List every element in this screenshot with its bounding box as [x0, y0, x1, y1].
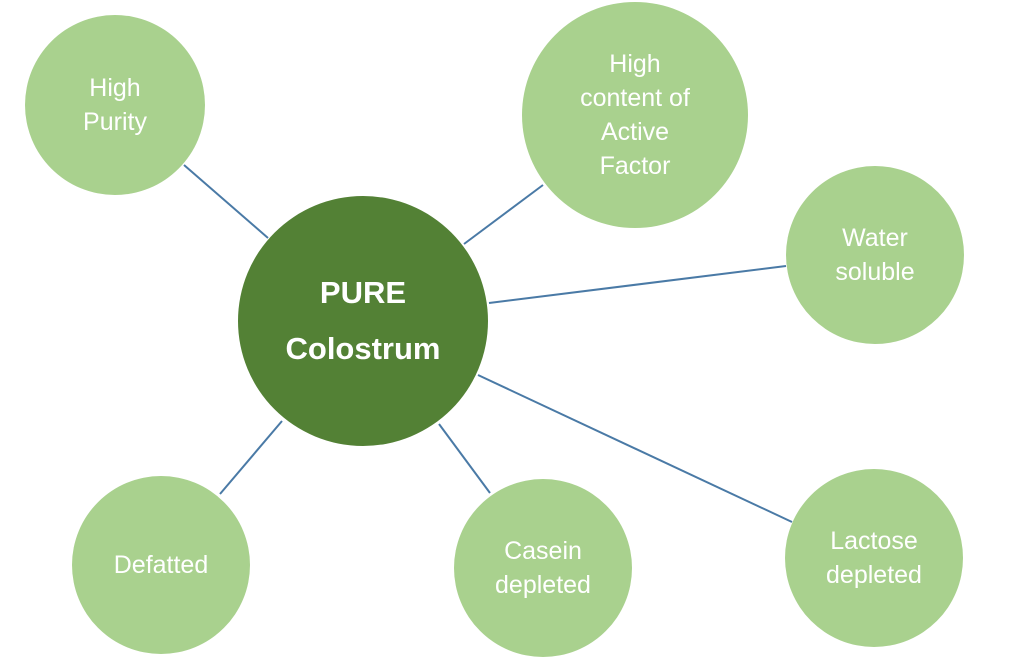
node-high-purity-label: High Purity	[83, 74, 147, 136]
center-node-pure-colostrum: PURE Colostrum	[238, 196, 488, 446]
connector-water-soluble	[488, 265, 787, 304]
connector-active-factor	[463, 184, 544, 245]
node-lactose-depleted: Lactose depleted	[785, 469, 963, 647]
node-lactose-depleted-label: Lactose depleted	[826, 527, 922, 589]
connector-casein-depleted	[438, 423, 491, 494]
node-water-soluble-label: Water soluble	[835, 224, 915, 286]
node-active-factor: High content of Active Factor	[522, 2, 748, 228]
node-defatted-label: Defatted	[113, 551, 209, 579]
node-defatted: Defatted	[72, 476, 250, 654]
node-casein-depleted: Casein depleted	[454, 479, 632, 657]
center-node-label: PURE Colostrum	[285, 275, 441, 366]
node-water-soluble: Water soluble	[786, 166, 964, 344]
connector-defatted	[219, 420, 283, 495]
connector-lactose-depleted	[477, 374, 793, 523]
connector-high-purity	[183, 164, 269, 239]
node-high-purity: High Purity	[25, 15, 205, 195]
node-active-factor-label: High content of Active Factor	[580, 50, 690, 180]
node-casein-depleted-label: Casein depleted	[495, 537, 591, 599]
